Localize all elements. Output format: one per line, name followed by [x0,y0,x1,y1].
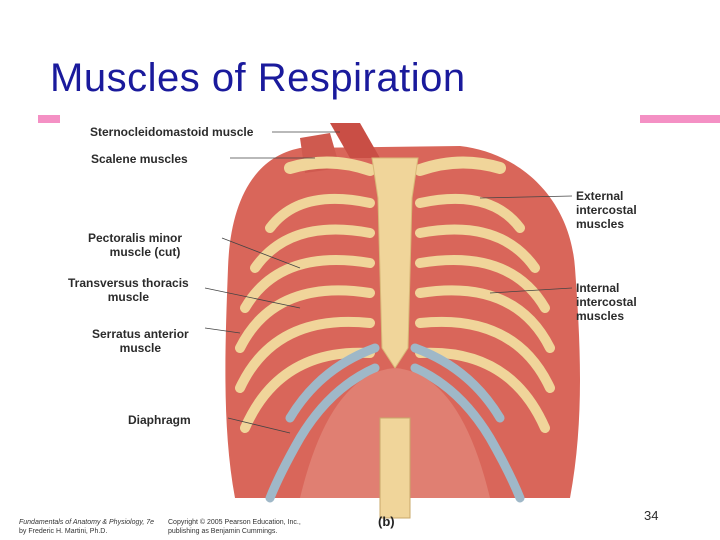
sternum [371,157,419,369]
slide-title: Muscles of Respiration [50,56,466,100]
label-external-line1: External [576,189,624,203]
left-clavicle [284,156,376,176]
rib-cage-illustration [204,123,580,519]
panel-letter: (b) [378,514,395,529]
credit-left-line1: Fundamentals of Anatomy & Physiology, 7e [19,519,155,526]
slide-number: 34 [644,508,659,523]
accent-bar-right [640,115,720,123]
label-pectoralis-minor: Pectoralis minor muscle (cut) [88,231,182,259]
right-costal-cartilage [410,343,525,503]
label-internal-line2: intercostal [576,295,637,309]
right-ribs [415,193,555,433]
right-clavicle [414,156,506,176]
label-serratus-line1: Serratus anterior [92,327,189,341]
label-transversus-line2: muscle [107,290,150,304]
label-diaphragm: Diaphragm [128,413,191,427]
credit-right-line1: Copyright © 2005 Pearson Education, Inc.… [168,519,301,526]
label-transversus-thoracis: Transversus thoracis muscle [68,276,189,304]
label-internal-line3: muscles [576,309,625,323]
left-ribs [235,193,375,433]
label-serratus-line2: muscle [119,341,162,355]
pointer-lines [204,131,573,434]
label-sternocleidomastoid: Sternocleidomastoid muscle [90,125,254,139]
vertebral-column [379,417,411,519]
sternocleidomastoid-shape [330,123,380,158]
label-pectoralis-line2: muscle (cut) [109,245,181,259]
credit-left-line2: by Frederic H. Martini, Ph.D. [19,528,108,535]
label-internal-intercostal: Internal intercostal muscles [576,281,637,323]
label-serratus-anterior: Serratus anterior muscle [92,327,189,355]
label-transversus-line1: Transversus thoracis [68,276,189,290]
credit-left: Fundamentals of Anatomy & Physiology, 7e… [19,518,154,536]
credit-right-line2: publishing as Benjamin Cummings. [168,528,278,535]
label-external-intercostal: External intercostal muscles [576,189,637,231]
credit-right: Copyright © 2005 Pearson Education, Inc.… [168,518,301,536]
label-external-line2: intercostal [576,203,637,217]
label-pectoralis-line1: Pectoralis minor [88,231,183,245]
accent-bar-left [38,115,60,123]
label-external-line3: muscles [576,217,625,231]
label-internal-line1: Internal [576,281,620,295]
left-costal-cartilage [265,343,380,503]
label-scalene: Scalene muscles [91,152,188,166]
